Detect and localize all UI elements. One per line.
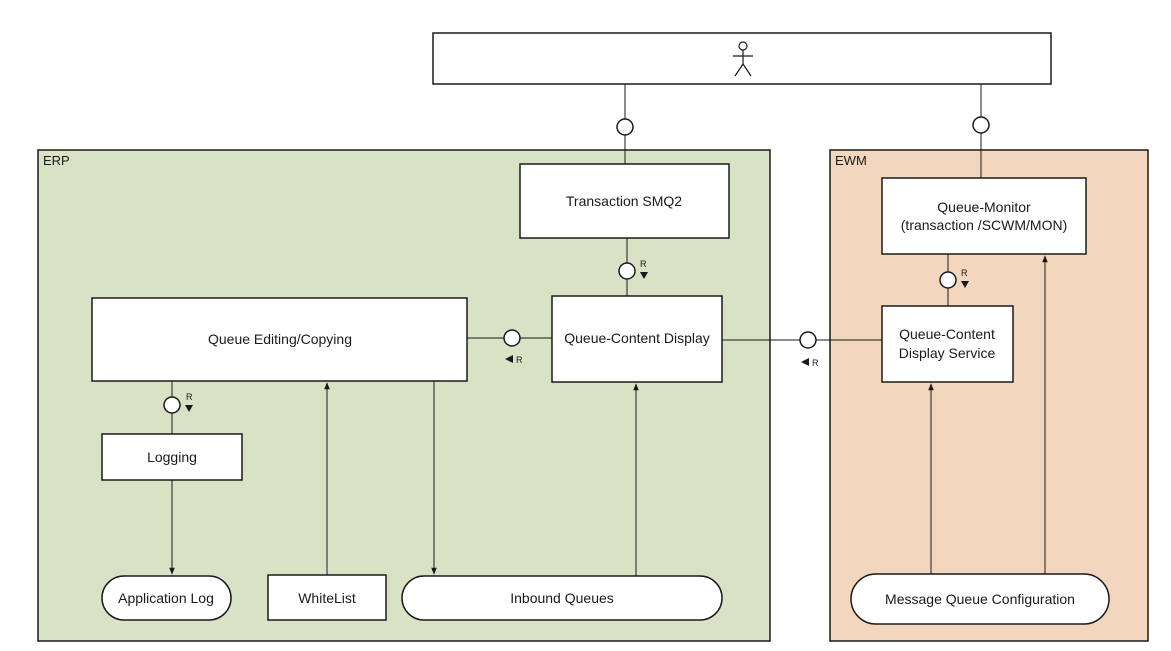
- r-label-5: R: [186, 392, 193, 402]
- queue-content-display-label: Queue-Content Display: [564, 330, 710, 346]
- queue-monitor-label-2: (transaction /SCWM/MON): [901, 217, 1067, 233]
- message-queue-config-box: [850, 573, 1110, 625]
- whitelist-label: WhiteList: [298, 590, 356, 606]
- interface-monitor-top: [972, 116, 990, 134]
- queue-monitor-label-1: Queue-Monitor: [937, 199, 1031, 215]
- whitelist-box: [267, 574, 387, 621]
- qcd-service-label-1: Queue-Content: [899, 326, 995, 342]
- r-label-3: R: [812, 358, 819, 368]
- inbound-queues-box: [401, 575, 723, 621]
- r-arrow-1: [640, 272, 648, 279]
- application-log-box: [101, 575, 232, 621]
- r-arrow-4: [961, 281, 969, 288]
- r-label-2: R: [516, 355, 523, 365]
- interface-smq2-qcd: [618, 262, 636, 280]
- logging-label: Logging: [147, 449, 197, 465]
- interface-monitor-service: [939, 271, 957, 289]
- interface-smq2-top: [616, 118, 634, 136]
- application-log-label: Application Log: [118, 590, 214, 606]
- inbound-queues-label: Inbound Queues: [510, 590, 614, 606]
- interface-edit-qcd: [503, 329, 521, 347]
- qcd-service-label-2: Display Service: [899, 345, 996, 361]
- interface-qcd-service: [799, 331, 817, 349]
- queue-editing-label: Queue Editing/Copying: [208, 331, 352, 347]
- r-label-1: R: [640, 259, 647, 269]
- logging-box: [101, 433, 243, 481]
- transaction-smq2-box: [519, 163, 730, 239]
- interface-edit-logging: [163, 396, 181, 414]
- erp-region-label: ERP: [43, 153, 70, 168]
- user-bar: [432, 32, 1052, 85]
- transaction-smq2-label: Transaction SMQ2: [566, 193, 682, 209]
- queue-monitor-box: [881, 177, 1087, 255]
- r-arrow-3: [801, 358, 809, 366]
- ewm-region-label: EWM: [835, 153, 867, 168]
- r-label-4: R: [961, 268, 968, 278]
- r-arrow-2: [505, 355, 513, 363]
- message-queue-config-label: Message Queue Configuration: [885, 591, 1075, 607]
- stick-figure-icon: [733, 41, 753, 77]
- r-arrow-5: [185, 405, 193, 412]
- queue-content-display-box: [551, 295, 723, 383]
- queue-editing-box: [91, 297, 468, 382]
- qcd-service-box: [881, 305, 1014, 383]
